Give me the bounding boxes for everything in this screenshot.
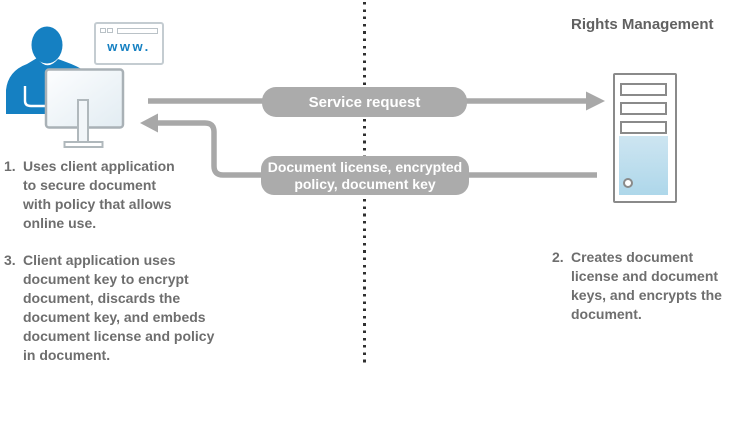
license-return-arrow [140,113,597,178]
step-2-server-creates-license: 2. Creates document license and document… [552,248,742,324]
browser-window-icon: www. [94,22,164,65]
client-monitor-icon [44,68,125,148]
browser-www-text: www. [107,39,151,54]
server-drive-slot [620,83,667,96]
rights-management-title: Rights Management [571,16,714,33]
browser-address-bar-icon [117,28,158,34]
step-text: Client application uses document key to … [23,252,215,363]
step-number: 2. [552,249,564,265]
browser-button-icon [107,28,113,33]
browser-button-icon [100,28,106,33]
step-text: Uses client application to secure docume… [23,158,175,231]
server-power-button-icon [623,178,633,188]
step-number: 1. [4,158,16,174]
server-front-panel [619,136,668,195]
step-text: Creates document license and document ke… [571,249,722,322]
rights-management-server-icon [613,73,677,203]
step-3-client-encrypts-document: 3. Client application uses document key … [4,251,254,365]
step-number: 3. [4,252,16,268]
license-response-label: Document license, encrypted policy, docu… [261,156,469,195]
server-drive-slot [620,121,667,134]
server-drive-slot [620,102,667,115]
step-1-client-secures-document: 1. Uses client application to secure doc… [4,157,244,233]
service-request-label: Service request [262,87,467,117]
